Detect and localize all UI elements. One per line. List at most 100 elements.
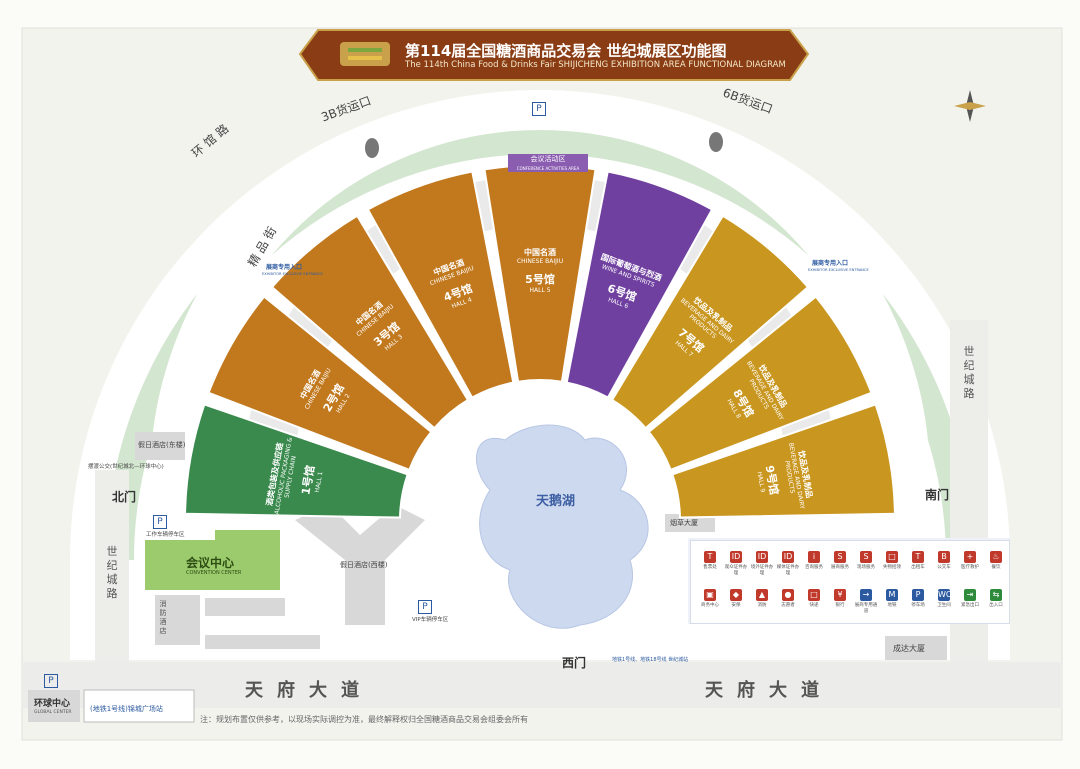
- road-shijicheng-right: 世纪城路: [963, 345, 975, 400]
- chengda-building: [885, 636, 947, 660]
- legend-label: 卫生间: [937, 603, 951, 608]
- road-tianfu-left: 天府大道: [245, 680, 373, 701]
- medical-icon: +: [964, 551, 976, 563]
- legend-label: 咨询服务: [805, 565, 823, 570]
- map-title: 第114届全国糖酒商品交易会 世纪城展区功能图: [405, 42, 727, 60]
- meeting-area: 会议活动区 CONFERENCE ACTIVITIES AREA: [508, 154, 588, 172]
- ticket-icon: T: [704, 551, 716, 563]
- legend-label: 失物招领: [883, 565, 901, 570]
- lake-label: 天鹅湖: [536, 494, 576, 509]
- hall-name-en: HALL 5: [529, 286, 551, 294]
- hall-6: [565, 170, 714, 399]
- legend-label: 消防: [757, 603, 767, 608]
- exhibitor-entrance-left-en: EXHIBITOR EXCLUSIVE ENTRANCE: [262, 272, 323, 276]
- taxi-icon: T: [912, 551, 924, 563]
- service-icon: S: [860, 551, 872, 563]
- parking-icon: P: [912, 589, 924, 601]
- id-icon: ID: [730, 551, 742, 563]
- legend-label: 银行: [835, 603, 845, 608]
- legend-item: ▲ 消防: [749, 589, 775, 608]
- legend-item: □快递: [801, 589, 827, 608]
- legend-label: 观众证件办理: [724, 565, 748, 576]
- parking-icon: P: [153, 515, 167, 529]
- legend-label: 医疗救护: [961, 565, 979, 570]
- meeting-area-label: 会议活动区: [530, 155, 566, 163]
- food-icon: ♨: [990, 551, 1002, 563]
- office-icon: ▣: [704, 589, 716, 601]
- global-center: [28, 690, 80, 722]
- global-center-label-en: GLOBAL CENTER: [34, 710, 72, 715]
- legend-item: ⇥ 紧急出口: [957, 589, 983, 608]
- bank-icon: ¥: [834, 589, 846, 601]
- legend-label: 展商服务: [831, 565, 849, 570]
- yancao-building: [665, 514, 715, 532]
- title-banner: [298, 29, 810, 81]
- legend-item: □ 失物招领: [879, 551, 905, 570]
- legend-label: 志愿者: [781, 603, 795, 608]
- fire-icon: ▲: [756, 589, 768, 601]
- vip-parking-label: VIP车辆停车区: [412, 617, 449, 623]
- parking-icon: P: [532, 102, 546, 116]
- legend-item: ⇆出入口: [983, 589, 1009, 608]
- road-tianfu-right: 天府大道: [705, 680, 833, 701]
- legend-label: 紧急出口: [961, 603, 979, 608]
- legend-item: ▣商务中心: [697, 589, 723, 608]
- convention-label: 会议中心: [186, 556, 235, 570]
- meeting-area-label-en: CONFERENCE ACTIVITIES AREA: [516, 166, 580, 171]
- legend-label: 现场服务: [857, 565, 875, 570]
- pillar-right: [709, 132, 723, 152]
- legend-label: 停车场: [911, 603, 925, 608]
- hall-7: [610, 214, 810, 430]
- east-hotel-label: 假日酒店(东楼): [138, 441, 186, 449]
- halls-group: [184, 164, 896, 519]
- exit-icon: ⇥: [964, 589, 976, 601]
- exhibitor-entrance-left: 展商专用入口: [266, 264, 303, 271]
- legend-label: 展商专用通道: [854, 603, 878, 614]
- west-hotel-label: 假日酒店(西楼): [340, 561, 388, 569]
- convention-label-en: CONVENTION CENTER: [186, 570, 242, 576]
- legend-item: ¥ 银行: [827, 589, 853, 608]
- legend-item: →展商专用通道: [853, 589, 879, 614]
- fair-logo: [340, 42, 390, 66]
- chengda-label: 成达大厦: [893, 644, 925, 653]
- box-icon: □: [808, 589, 820, 601]
- hall-4: [366, 170, 515, 399]
- east-hotel: [135, 432, 185, 460]
- west-gate: 西门: [562, 656, 587, 670]
- hall-category: 中国名酒: [524, 247, 556, 257]
- person-icon: ●: [782, 589, 794, 601]
- west-hotel: [295, 505, 425, 625]
- inner-road: [150, 90, 930, 481]
- legend-label: 媒体证件办理: [776, 565, 800, 576]
- box-icon: □: [886, 551, 898, 563]
- shijicheng-road-left: [95, 470, 129, 662]
- legend-item: P 停车场: [905, 589, 931, 608]
- hall-9: [671, 403, 896, 519]
- legend-item: ● 志愿者: [775, 589, 801, 608]
- metro-icon: M: [886, 589, 898, 601]
- legend-label: 安保: [731, 603, 741, 608]
- swan-lake: [476, 424, 649, 629]
- info-icon: i: [808, 551, 820, 563]
- exhibitor-entrance-right: 展商专用入口: [812, 260, 849, 267]
- road-shijicheng-left: 世纪城路: [106, 545, 118, 600]
- legend-item: + 医疗救护: [957, 551, 983, 570]
- door-icon: ⇆: [990, 589, 1002, 601]
- legend-item: i 咨询服务: [801, 551, 827, 570]
- legend-item: S 现场服务: [853, 551, 879, 570]
- parking-icon: P: [44, 674, 58, 688]
- fire-hotel: [155, 595, 200, 645]
- id-icon: ID: [756, 551, 768, 563]
- south-gate: 南门: [925, 488, 950, 502]
- legend-item: ♨餐饮: [983, 551, 1009, 570]
- shuttle-label: 摆渡公交(世纪城北—环球中心): [88, 464, 164, 470]
